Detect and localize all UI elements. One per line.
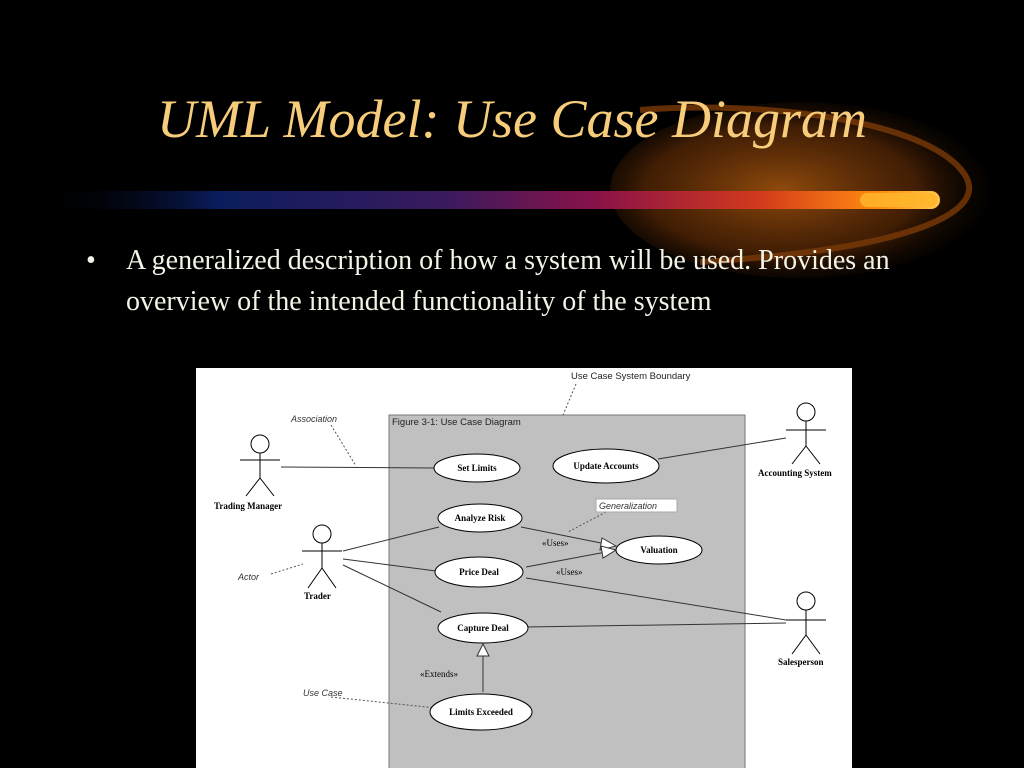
bullet-list: • A generalized description of how a sys… (86, 240, 946, 322)
actor-label-trading-manager: Trading Manager (214, 501, 282, 511)
bullet-marker: • (86, 245, 96, 276)
actor-icon (250, 434, 270, 454)
annotation-pointers (270, 424, 607, 709)
bullet-item: • A generalized description of how a sys… (86, 240, 946, 322)
dependency-arrows (476, 526, 618, 692)
use-case-capture-deal: Capture Deal (437, 612, 529, 644)
actor-label-accounting-system: Accounting System (758, 468, 832, 478)
actor-trading-manager (240, 434, 280, 497)
slide-title: UML Model: Use Case Diagram (157, 89, 867, 149)
annotation-generalization-box (595, 498, 678, 513)
use-case-valuation: Valuation (615, 535, 703, 565)
actor-icon (796, 591, 816, 611)
svg-text:Limits Exceeded: Limits Exceeded (449, 707, 513, 717)
actor-icon (796, 402, 816, 422)
actor-salesperson (786, 591, 826, 655)
actor-label-salesperson: Salesperson (778, 657, 824, 667)
svg-text:Price Deal: Price Deal (459, 567, 499, 577)
svg-text:Set Limits: Set Limits (457, 463, 497, 473)
use-case-set-limits: Set Limits (433, 453, 521, 483)
bullet-text: A generalized description of how a syste… (126, 245, 890, 317)
use-case-update-accounts: Update Accounts (552, 448, 660, 484)
stereotype-uses: «Uses» (556, 567, 583, 577)
stereotype-uses: «Uses» (542, 538, 569, 548)
svg-text:Valuation: Valuation (640, 545, 677, 555)
boundary-caption-pointer (562, 383, 577, 416)
use-case-diagram: Figure 3-1: Use Case Diagram Use Case Sy… (196, 368, 852, 768)
use-case-limits-exceeded: Limits Exceeded (429, 693, 533, 731)
annotation-use-case: Use Case (303, 688, 343, 698)
actor-label-trader: Trader (304, 591, 331, 601)
decorative-swoosh (40, 102, 990, 278)
svg-text:Update Accounts: Update Accounts (573, 461, 639, 471)
stereotype-extends: «Extends» (420, 669, 458, 679)
association-lines (280, 437, 787, 628)
annotation-association: Association (290, 414, 337, 424)
actor-icon (312, 524, 332, 544)
use-case-analyze-risk: Analyze Risk (437, 503, 523, 533)
svg-text:Capture Deal: Capture Deal (457, 623, 509, 633)
annotation-generalization: Generalization (599, 501, 657, 511)
boundary-title: Figure 3-1: Use Case Diagram (392, 417, 521, 428)
actor-accounting-system (786, 402, 826, 465)
actor-trader (302, 524, 342, 589)
annotation-actor: Actor (237, 572, 260, 582)
boundary-caption: Use Case System Boundary (571, 371, 691, 382)
use-case-price-deal: Price Deal (434, 556, 524, 588)
svg-text:Analyze Risk: Analyze Risk (455, 513, 506, 523)
